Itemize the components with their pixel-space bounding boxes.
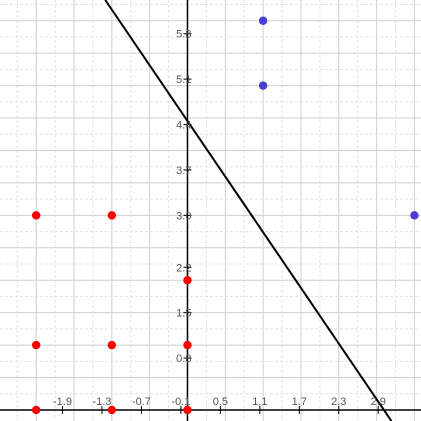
y-tick-label: 4.4 (176, 120, 191, 132)
red-point (31, 405, 41, 415)
y-tick-label: 3.7 (176, 165, 191, 177)
red-point (107, 405, 117, 415)
x-tick-label: -0.7 (132, 396, 151, 408)
red-point (31, 340, 41, 350)
x-tick-label: -0.1 (171, 396, 190, 408)
blue-point (258, 81, 268, 90)
x-tick-label: 1.7 (292, 396, 307, 408)
x-tick-label: 2.9 (371, 396, 386, 408)
x-tick-label: -1.3 (92, 396, 111, 408)
x-tick-label: -1.9 (53, 396, 72, 408)
data-points (31, 16, 419, 415)
y-tick-label: 5.8 (176, 29, 191, 41)
red-point (183, 340, 192, 350)
x-tick-label: 2.3 (331, 396, 346, 408)
tick-labels: -1.9 -1.3 -0.7 -0.1 0.5 1.1 1.7 2.3 2.9 0.8 1.5 2.2… (53, 29, 386, 408)
x-tick-label: 0.5 (213, 396, 228, 408)
y-tick-label: 2.2 (176, 262, 191, 274)
blue-point (410, 211, 419, 220)
y-tick-label: 0.8 (176, 353, 191, 365)
red-point (107, 340, 117, 350)
red-point (183, 276, 192, 285)
x-tick-label: 1.1 (252, 396, 267, 408)
red-point (107, 211, 117, 220)
y-tick-label: 3.0 (176, 210, 191, 222)
red-point (183, 405, 192, 415)
y-tick-label: 5.1 (176, 74, 191, 86)
y-tick-label: 1.5 (176, 308, 191, 320)
boundary-line (104, 0, 393, 421)
decision-boundary-line (104, 0, 393, 421)
red-point (31, 211, 41, 220)
blue-point (258, 16, 268, 25)
